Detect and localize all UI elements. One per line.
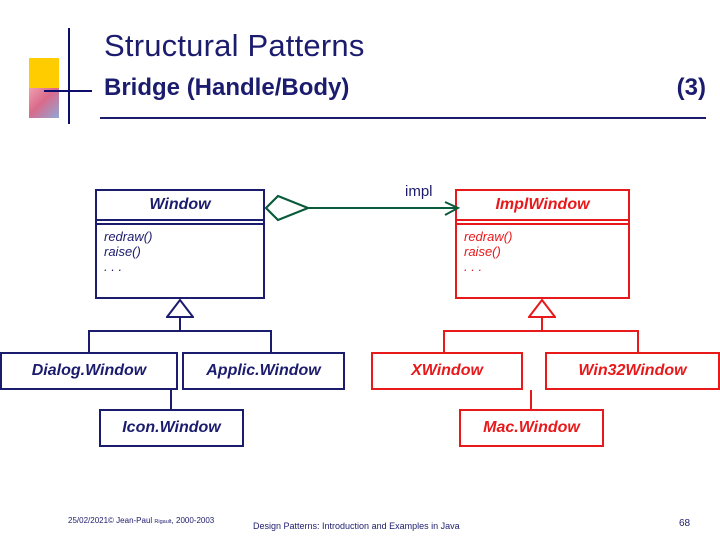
class-name-impl-window: ImplWindow <box>495 196 590 213</box>
association-line-impl <box>305 207 457 209</box>
footer-author-small: Rigault <box>154 519 172 525</box>
class-box-win32-window: Win32Window <box>545 352 720 390</box>
class-box-mac-window: Mac.Window <box>459 409 604 447</box>
page-title: Structural Patterns <box>104 28 365 63</box>
class-name-mac-window: Mac.Window <box>483 419 580 436</box>
class-name-dialog-window: Dialog.Window <box>31 362 147 379</box>
generalization-bus-right <box>443 330 639 332</box>
generalization-drop-dialog <box>88 330 90 353</box>
generalization-drop-mac <box>530 390 532 410</box>
generalization-stem-right <box>541 317 543 331</box>
class-name-icon-window: Icon.Window <box>122 419 221 436</box>
operation-item: raise() <box>104 244 141 259</box>
footer-date: 25/02/2021 <box>68 516 109 525</box>
generalization-drop-icon <box>170 390 172 410</box>
subtitle-pattern-name: Bridge <box>104 74 181 101</box>
generalization-drop-applic <box>270 330 272 353</box>
generalization-drop-win32 <box>637 330 639 353</box>
footer-copyright-prefix: © Jean-Paul <box>108 516 155 525</box>
aggregation-diamond <box>264 192 314 229</box>
class-divider <box>457 219 628 221</box>
subtitle-alias: (Handle/Body) <box>186 74 350 101</box>
association-label-impl: impl <box>405 183 433 200</box>
class-divider-2 <box>97 223 263 225</box>
title-divider <box>100 117 706 119</box>
generalization-stem-left <box>179 317 181 331</box>
slide-counter: (3) <box>676 74 706 101</box>
class-name-applic-window: Applic.Window <box>206 362 321 379</box>
operation-item: . . . <box>104 259 123 274</box>
page-subtitle: Bridge (Handle/Body) <box>104 74 349 102</box>
logo-graphic <box>20 28 106 124</box>
logo-gradient-square <box>29 88 59 118</box>
generalization-drop-xwindow <box>443 330 445 353</box>
footer-center-title: Design Patterns: Introduction and Exampl… <box>253 521 460 531</box>
logo-yellow-square <box>29 58 59 88</box>
class-divider-2 <box>457 223 628 225</box>
class-operations-window: redraw() raise() . . . <box>97 225 263 278</box>
operation-item: . . . <box>464 259 483 274</box>
class-box-x-window: XWindow <box>371 352 523 390</box>
operation-item: raise() <box>464 244 501 259</box>
class-box-window: Window redraw() raise() . . . <box>95 189 265 299</box>
footer-copyright-suffix: , 2000-2003 <box>171 516 215 525</box>
class-box-icon-window: Icon.Window <box>99 409 244 447</box>
class-name-win32-window: Win32Window <box>578 362 687 379</box>
class-divider <box>97 219 263 221</box>
class-box-dialog-window: Dialog.Window <box>0 352 178 390</box>
logo-horizontal-rule <box>44 90 92 92</box>
operation-item: redraw() <box>104 229 153 244</box>
class-name-x-window: XWindow <box>411 362 483 379</box>
class-operations-impl-window: redraw() raise() . . . <box>457 225 628 278</box>
class-name-window: Window <box>149 196 211 213</box>
class-box-applic-window: Applic.Window <box>182 352 345 390</box>
footer-left: 25/02/2021© Jean-Paul Rigault, 2000-2003 <box>68 516 214 525</box>
association-arrowhead <box>443 200 461 223</box>
footer-page-number: 68 <box>679 518 691 529</box>
logo-vertical-rule <box>68 28 70 124</box>
class-box-impl-window: ImplWindow redraw() raise() . . . <box>455 189 630 299</box>
generalization-bus-left <box>88 330 272 332</box>
operation-item: redraw() <box>464 229 513 244</box>
